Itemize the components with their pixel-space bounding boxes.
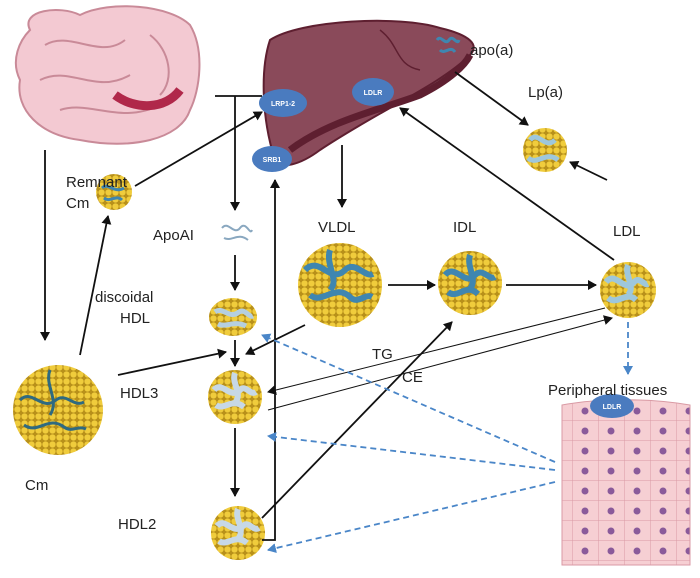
arrow-cm-to-hdl [117, 348, 227, 376]
particle-idl [438, 251, 502, 315]
arrow-hdl2-to-srb1 [262, 179, 280, 541]
receptor-lrp1-2: LRP1-2 [259, 89, 307, 117]
apo-a-icon [435, 36, 461, 54]
svg-text:LDLR: LDLR [364, 90, 383, 97]
label-tg: TG [372, 346, 393, 363]
particle-remnant-cm [96, 174, 132, 210]
arrow-tg [267, 307, 606, 395]
particle-lpa [523, 128, 567, 172]
label-ldl: LDL [613, 223, 641, 240]
label-hdl2: HDL2 [118, 516, 156, 533]
pathway-arrows [40, 71, 615, 541]
arrow-ldl-to-lpa [569, 161, 608, 181]
label-vldl: VLDL [318, 219, 356, 236]
peripheral-tissue-illustration: LDLR [561, 394, 691, 566]
arrow-cm-to-remnant [79, 215, 112, 356]
arrow-ldl-to-ldlr [399, 107, 615, 261]
arrow-tissue-to-discoidal [261, 333, 556, 463]
particle-vldl [298, 243, 382, 327]
label-hdl3: HDL3 [120, 385, 158, 402]
label-discoidal-hdl: HDL [120, 310, 150, 327]
label-remnant: Remnant [66, 174, 128, 191]
arrow-apoa-to-lpa [454, 71, 529, 126]
label-ce: CE [402, 369, 423, 386]
arrow-remnant-to-lrp [134, 111, 263, 187]
label-remnant-cm: Cm [66, 195, 89, 212]
label-lpa: Lp(a) [528, 84, 563, 101]
exchange-arrows [267, 307, 613, 411]
arrow-tissue-to-hdl2 [267, 481, 556, 554]
label-apoai: ApoAI [153, 227, 194, 244]
arrow-ce [267, 315, 613, 411]
particle-cm [13, 365, 103, 455]
arrow-hdl2-to-idl [261, 321, 453, 519]
svg-text:SRB1: SRB1 [263, 157, 282, 164]
label-peripheral-tissues: Peripheral tissues [548, 382, 667, 399]
arrow-tissue-to-hdl3 [267, 431, 556, 471]
particle-hdl2 [211, 506, 265, 560]
label-apoa: apo(a) [470, 42, 513, 59]
label-cm: Cm [25, 477, 48, 494]
label-idl: IDL [453, 219, 476, 236]
receptor-ldlr-liver: LDLR [352, 78, 394, 106]
particle-hdl3 [208, 370, 262, 424]
receptor-srb1: SRB1 [252, 146, 292, 172]
label-discoidal: discoidal [95, 289, 153, 306]
svg-text:LRP1-2: LRP1-2 [271, 101, 295, 108]
intestine-illustration [14, 5, 201, 145]
dashed-arrows [261, 322, 633, 554]
svg-text:LDLR: LDLR [603, 404, 622, 411]
apoai-protein-icon [221, 224, 253, 241]
particle-discoidal-hdl [209, 298, 257, 336]
particle-ldl [600, 262, 656, 318]
